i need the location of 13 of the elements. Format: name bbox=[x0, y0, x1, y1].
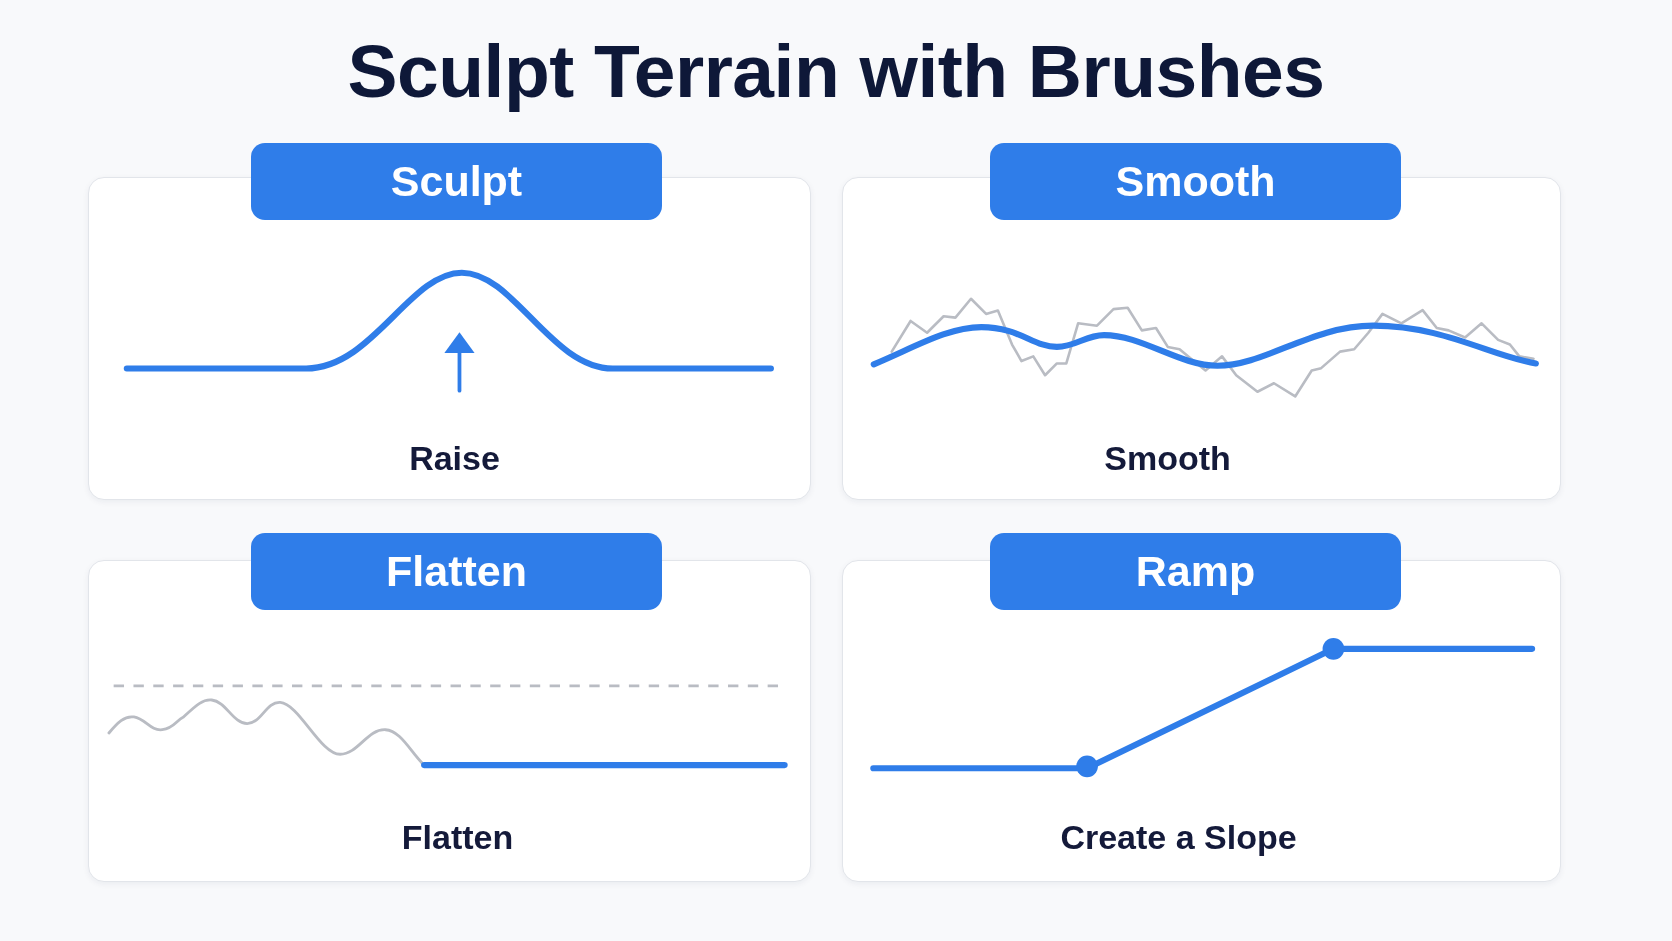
brush-panel bbox=[842, 533, 1561, 882]
brush-panel bbox=[842, 143, 1561, 500]
brush-caption: Create a Slope bbox=[1060, 817, 1297, 857]
diagram-title: Sculpt Terrain with Brushes bbox=[346, 28, 1326, 115]
brush-panel bbox=[88, 143, 811, 500]
brush-caption: Raise bbox=[409, 438, 500, 478]
brush-caption: Flatten bbox=[401, 817, 514, 857]
brush-name-tab: Ramp bbox=[990, 533, 1401, 610]
brush-caption: Smooth bbox=[1104, 438, 1231, 478]
brush-name-tab: Sculpt bbox=[251, 143, 662, 220]
brush-panel bbox=[88, 533, 811, 882]
brush-name-tab: Flatten bbox=[251, 533, 662, 610]
brush-name-tab: Smooth bbox=[990, 143, 1401, 220]
